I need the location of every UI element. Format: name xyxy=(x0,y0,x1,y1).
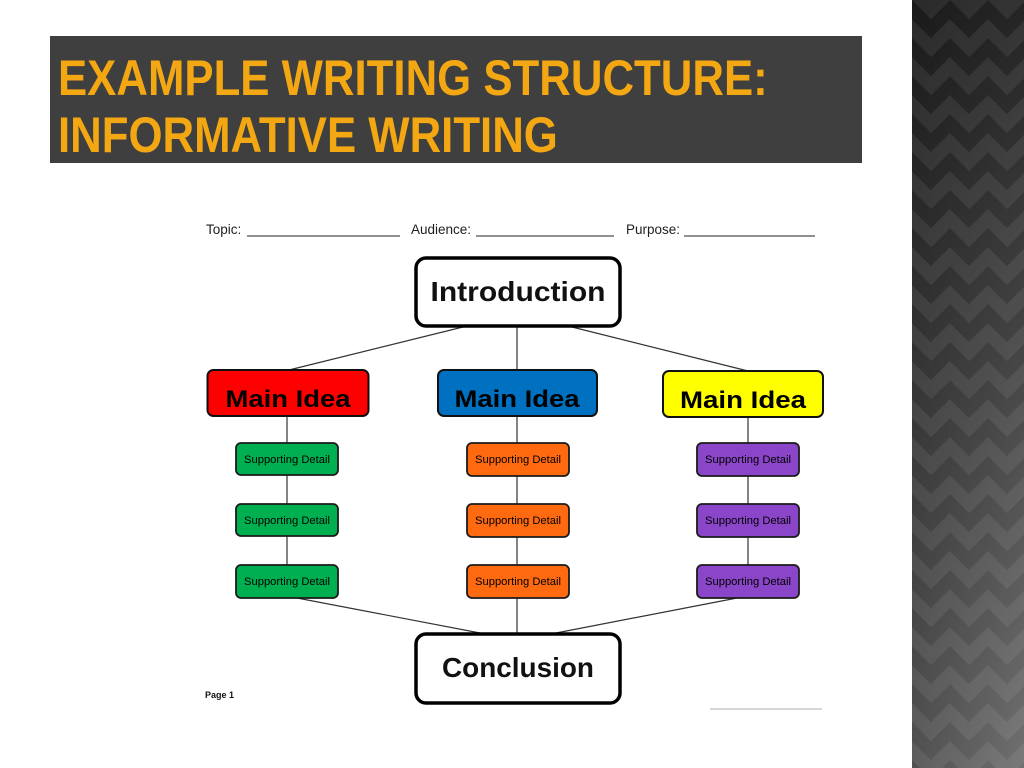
connector-line xyxy=(555,597,738,634)
introduction-box-frame xyxy=(414,256,622,328)
slide-title-banner: EXAMPLE WRITING STRUCTURE: INFORMATIVE W… xyxy=(50,36,862,163)
main-idea-box-1-frame xyxy=(206,369,370,417)
supporting-detail-box xyxy=(235,503,339,537)
supporting-detail-label: Supporting Detail xyxy=(244,576,330,588)
graphic-organizer: Topic: Audience: Purpose: Introduction M… xyxy=(205,222,824,710)
supporting-detail-box xyxy=(696,564,800,599)
supporting-detail-label: Supporting Detail xyxy=(244,454,330,466)
main-idea-label-3: Main Idea xyxy=(680,387,807,414)
main-idea-label-2: Main Idea xyxy=(455,386,581,413)
main-idea-box-1: Main Idea xyxy=(206,369,370,417)
supporting-detail-box xyxy=(696,503,800,538)
purpose-label: Purpose: xyxy=(626,222,680,237)
supporting-detail-label: Supporting Detail xyxy=(475,576,561,588)
conclusion-label: Conclusion xyxy=(442,652,594,683)
supporting-detail-label: Supporting Detail xyxy=(705,515,791,527)
slide-title-line-1: EXAMPLE WRITING STRUCTURE: xyxy=(58,50,768,106)
supporting-detail-label: Supporting Detail xyxy=(705,576,791,588)
header-fields: Topic: Audience: Purpose: xyxy=(206,222,815,237)
page-number-label: Page 1 xyxy=(205,690,234,700)
supporting-detail-label: Supporting Detail xyxy=(475,515,561,527)
conclusion-box-frame xyxy=(414,632,622,705)
supporting-detail-label: Supporting Detail xyxy=(244,515,330,527)
supporting-details-column-3: Supporting Detail Supporting Detail Supp… xyxy=(696,442,800,599)
conclusion-box: Conclusion xyxy=(414,632,622,705)
introduction-box: Introduction xyxy=(414,256,622,328)
supporting-detail-box xyxy=(466,564,570,599)
supporting-detail-label: Supporting Detail xyxy=(705,454,791,466)
supporting-details-column-2: Supporting Detail Supporting Detail Supp… xyxy=(466,442,570,599)
introduction-label: Introduction xyxy=(431,276,606,307)
connector-line xyxy=(571,326,749,372)
main-idea-box-3-frame xyxy=(662,370,824,418)
connector-line xyxy=(296,597,481,634)
topic-label: Topic: xyxy=(206,222,241,237)
audience-label: Audience: xyxy=(411,222,471,237)
supporting-detail-box xyxy=(466,442,570,477)
supporting-details-column-1: Supporting Detail Supporting Detail Supp… xyxy=(235,442,339,599)
supporting-detail-label: Supporting Detail xyxy=(475,454,561,466)
connector-line xyxy=(288,326,464,371)
main-idea-box-3: Main Idea xyxy=(662,370,824,418)
slide-title-line-2: INFORMATIVE WRITING xyxy=(58,107,558,163)
supporting-detail-box xyxy=(696,442,800,477)
decorative-side-panel xyxy=(912,0,1024,768)
main-idea-box-2-frame xyxy=(437,369,598,417)
supporting-detail-box xyxy=(466,503,570,538)
main-idea-label-1: Main Idea xyxy=(226,386,352,413)
main-idea-box-2: Main Idea xyxy=(437,369,598,417)
supporting-detail-box xyxy=(235,564,339,599)
supporting-detail-box xyxy=(235,442,339,476)
